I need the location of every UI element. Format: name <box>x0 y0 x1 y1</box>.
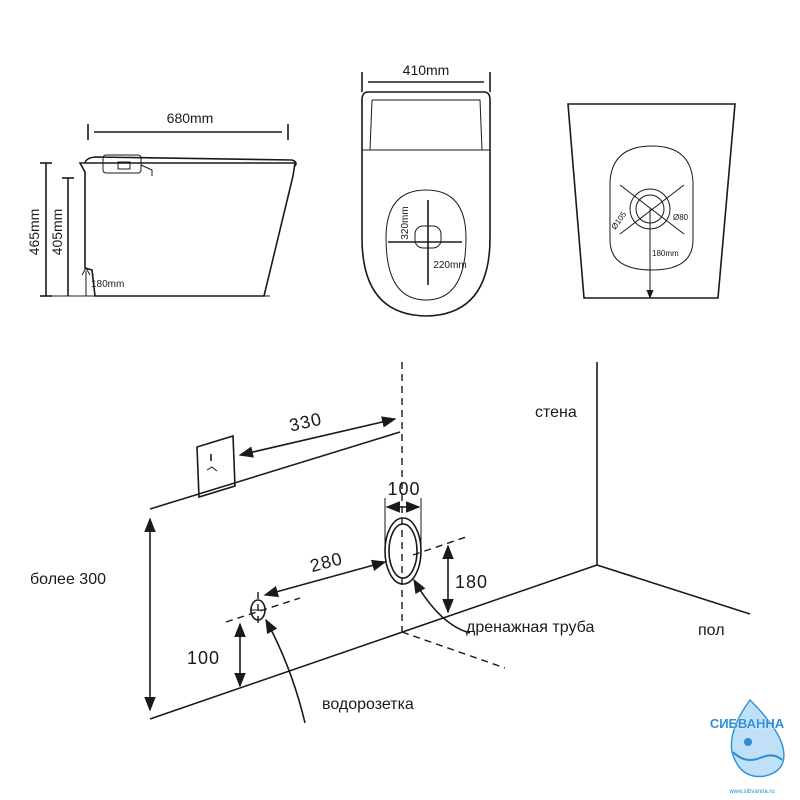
floor-wall-line <box>149 564 598 720</box>
bottom-offset-label: 180mm <box>652 249 679 258</box>
bottom-dia-outer-label: Ø105 <box>610 210 629 232</box>
side-view: 680mm 465mm 405mm 180mm <box>26 110 297 297</box>
socket-axis-dimension <box>238 416 397 458</box>
socket-height-label: более 300 <box>30 571 106 588</box>
bottom-view-inner-outline <box>609 145 694 271</box>
pipe-diameter-label: 100 <box>387 479 420 499</box>
brand-name: СИБВАННА <box>710 716 785 731</box>
side-view-control-panel <box>102 154 142 174</box>
pipe-height-label: 180 <box>455 572 488 592</box>
bottom-dia-inner-label: Ø80 <box>673 213 689 222</box>
drain-pipe-outer <box>384 517 422 585</box>
electrical-socket <box>196 434 236 499</box>
side-height-total-label: 465mm <box>26 209 42 256</box>
top-view-outline <box>361 91 491 317</box>
top-inner-horizontal-label: 220mm <box>433 260 466 271</box>
side-height-seat-label: 405mm <box>49 209 65 256</box>
side-outlet-label: 180mm <box>91 279 124 290</box>
water-pipe-dimension <box>263 559 387 598</box>
brand-logo: СИБВАННА www.sibvanna.ru <box>710 698 785 795</box>
top-width-label: 410mm <box>403 62 450 78</box>
water-drop-icon <box>730 698 785 778</box>
top-view: 410mm 320mm 220mm <box>361 62 491 317</box>
drain-pipe-label: дренажная труба <box>466 619 594 636</box>
floor-label: пол <box>698 622 725 639</box>
drain-pipe-inner <box>388 523 418 579</box>
socket-axis-label: 330 <box>287 409 324 436</box>
top-inner-vertical-label: 320mm <box>400 206 411 239</box>
water-pipe-label: 280 <box>308 548 345 576</box>
water-outlet-label: водорозетка <box>322 696 414 713</box>
face-icon <box>744 738 752 746</box>
side-view-body <box>78 162 296 297</box>
water-height-label: 100 <box>187 648 220 668</box>
brand-url: www.sibvanna.ru <box>728 789 774 795</box>
side-view-lid <box>84 156 297 167</box>
wall-label: стена <box>535 404 577 421</box>
installation-view: стена пол 330 более 300 100 180 дренажна… <box>30 362 751 724</box>
bottom-view: Ø105 Ø80 180mm <box>567 103 736 299</box>
side-width-label: 680mm <box>167 110 214 126</box>
top-view-seat-opening <box>385 189 467 301</box>
bottom-view-outline <box>567 103 736 299</box>
